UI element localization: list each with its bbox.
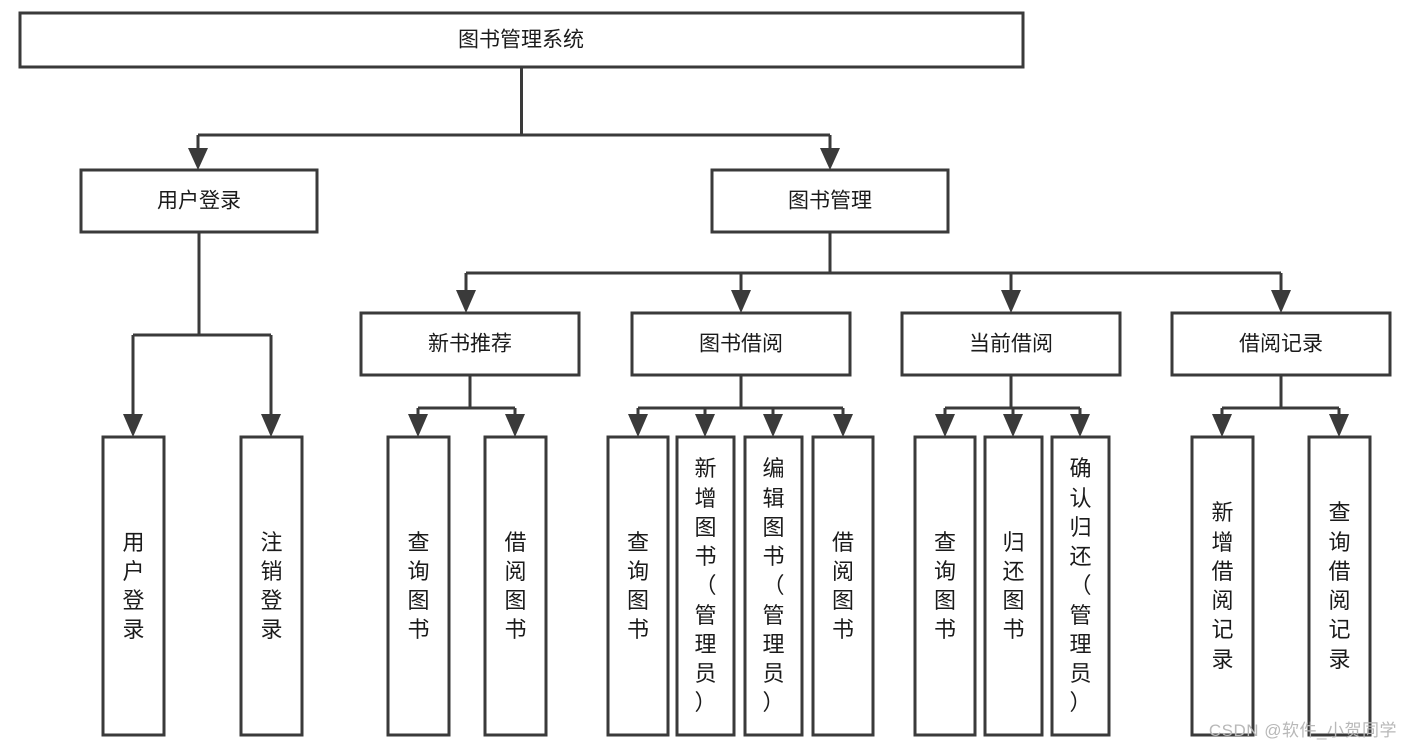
node-leaf-query-book-2-box[interactable] — [606, 435, 670, 737]
node-leaf-query-book-1-box[interactable] — [386, 435, 451, 737]
node-book-manage-label: 图书管理 — [788, 190, 872, 213]
arrow-bb-to-leaf2 — [695, 414, 715, 437]
node-leaf-confirm-return-admin-box[interactable] — [1050, 435, 1111, 737]
node-leaf-query-book-3-box[interactable] — [913, 435, 977, 737]
csdn-watermark: CSDN @软件_小贺同学 — [1208, 721, 1397, 740]
arrow-cb-to-leaf2 — [1003, 414, 1023, 437]
arrow-root-to-user-login — [188, 148, 208, 170]
arrow-br-to-leaf1 — [1212, 414, 1232, 437]
node-user-login-box[interactable] — [79, 168, 319, 234]
arrow-bb-to-leaf1 — [628, 414, 648, 437]
arrow-bm-to-borrowrecord — [1271, 290, 1291, 313]
node-user-login-label: 用户登录 — [157, 190, 241, 213]
node-current-borrow-label: 当前借阅 — [969, 333, 1053, 356]
arrow-br-to-leaf2 — [1329, 414, 1349, 437]
node-leaf-add-book-admin-box[interactable] — [675, 435, 736, 737]
node-new-book-rec[interactable]: 新书推荐 — [359, 311, 581, 377]
node-user-login[interactable]: 用户登录 — [79, 168, 319, 234]
node-root-box[interactable] — [18, 11, 1025, 69]
node-leaf-borrow-book-1-box[interactable] — [483, 435, 548, 737]
arrow-nb-to-leaf1 — [408, 414, 428, 437]
arrow-bm-to-newbook — [456, 290, 476, 313]
arrow-bm-to-bookborrow — [731, 290, 751, 313]
arrow-bb-to-leaf3 — [763, 414, 783, 437]
node-borrow-record[interactable]: 借阅记录 — [1170, 311, 1392, 377]
leaf-boxes-layer — [101, 435, 1372, 737]
node-leaf-edit-book-admin-box[interactable] — [743, 435, 804, 737]
arrow-ul-to-leaf1 — [123, 414, 143, 437]
arrow-cb-to-leaf1 — [935, 414, 955, 437]
connectors-layer — [123, 67, 1349, 437]
node-book-borrow-label: 图书借阅 — [699, 333, 783, 356]
arrow-root-to-book-manage — [820, 148, 840, 170]
node-leaf-query-borrow-record-box[interactable] — [1307, 435, 1372, 737]
arrow-bm-to-currentborrow — [1001, 290, 1021, 313]
node-borrow-record-label: 借阅记录 — [1239, 333, 1323, 356]
arrow-cb-to-leaf3 — [1070, 414, 1090, 437]
node-book-manage-box[interactable] — [710, 168, 950, 234]
node-book-manage[interactable]: 图书管理 — [710, 168, 950, 234]
node-leaf-user-login-box[interactable] — [101, 435, 166, 737]
node-leaf-borrow-book-2-box[interactable] — [811, 435, 875, 737]
node-new-book-rec-box[interactable] — [359, 311, 581, 377]
arrow-ul-to-leaf2 — [261, 414, 281, 437]
arrow-bb-to-leaf4 — [833, 414, 853, 437]
node-borrow-record-box[interactable] — [1170, 311, 1392, 377]
node-root[interactable]: 图书管理系统 — [18, 11, 1025, 69]
node-leaf-user-logout-box[interactable] — [239, 435, 304, 737]
node-new-book-rec-label: 新书推荐 — [428, 333, 512, 356]
node-current-borrow[interactable]: 当前借阅 — [900, 311, 1122, 377]
node-leaf-return-book-box[interactable] — [983, 435, 1044, 737]
node-book-borrow[interactable]: 图书借阅 — [630, 311, 852, 377]
node-book-borrow-box[interactable] — [630, 311, 852, 377]
node-root-label: 图书管理系统 — [458, 29, 584, 52]
node-leaf-add-borrow-record-box[interactable] — [1190, 435, 1255, 737]
arrow-nb-to-leaf2 — [505, 414, 525, 437]
node-current-borrow-box[interactable] — [900, 311, 1122, 377]
